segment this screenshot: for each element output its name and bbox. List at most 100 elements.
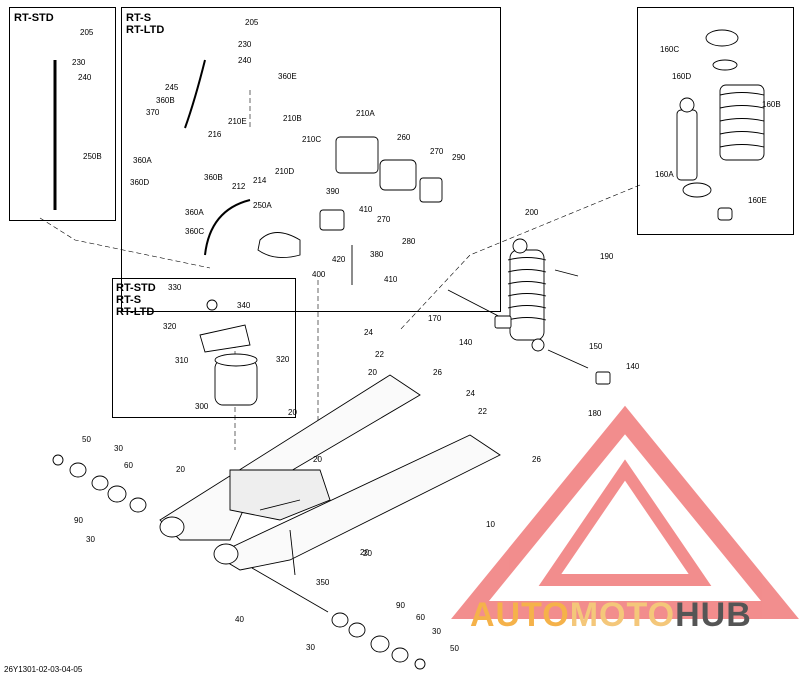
callout-label: 250A [253,201,272,210]
callout-label: 360B [204,173,223,182]
callout-label: 390 [326,187,340,196]
callout-label: 26 [433,368,442,377]
title-rt-ltd: RT-LTD [126,24,165,36]
callout-label: 310 [175,356,189,365]
actuator-assembly [53,59,443,285]
callout-label: 400 [312,270,326,279]
watermark-moto: MOTO [569,596,676,634]
watermark-text: AUTOMOTOHUB [470,596,752,635]
callout-label: 360D [130,178,150,187]
callout-label: 360A [133,156,152,165]
callout-label: 380 [370,250,384,259]
callout-label: 205 [245,18,259,27]
callout-label: 90 [396,601,405,610]
drawing-number: 26Y1301-02-03-04-05 [4,665,83,674]
callout-label: 60 [124,461,133,470]
callout-label: 20 [313,455,322,464]
callout-label: 20 [176,465,185,474]
callout-label: 20 [363,549,372,558]
title-rt-std: RT-STD [14,12,54,24]
callout-label: 160D [672,72,692,81]
callout-label: 270 [430,147,444,156]
reservoir [199,299,258,406]
callout-label: 160E [748,196,767,205]
callout-label: 212 [232,182,246,191]
callout-label: 24 [364,328,373,337]
callout-label: 60 [416,613,425,622]
callout-label: 140 [459,338,473,347]
callout-label: 240 [238,56,252,65]
callout-label: 30 [432,627,441,636]
callout-label: 30 [114,444,123,453]
callout-label: 360B [156,96,175,105]
callout-label: 240 [78,73,92,82]
callout-label: 210E [228,117,247,126]
callout-label: 50 [82,435,91,444]
callout-label: 340 [237,301,251,310]
callout-label: 140 [626,362,640,371]
spring-detail [676,29,765,221]
shock-absorber [507,238,547,352]
callout-label: 245 [165,83,179,92]
title-mid-2: RT-S [116,294,142,306]
callout-label: 210D [275,167,295,176]
callout-label: 20 [368,368,377,377]
callout-label: 24 [466,389,475,398]
callout-label: 230 [238,40,252,49]
callout-label: 216 [208,130,222,139]
bolts [52,269,611,670]
callout-label: 410 [359,205,373,214]
callout-label: 360C [185,227,205,236]
callout-label: 205 [80,28,94,37]
callout-label: 22 [375,350,384,359]
callout-label: 420 [332,255,346,264]
box-reservoir [112,278,296,418]
callout-label: 370 [146,108,160,117]
callout-label: 160B [762,100,781,109]
callout-label: 250B [83,152,102,161]
callout-label: 10 [486,520,495,529]
callout-label: 350 [316,578,330,587]
callout-label: 360A [185,208,204,217]
callout-label: 20 [288,408,297,417]
callout-label: 50 [450,644,459,653]
box-rt-s-ltd [121,7,501,312]
callout-label: 160C [660,45,680,54]
title-rt-s: RT-S [126,12,152,24]
callout-label: 290 [452,153,466,162]
callout-label: 190 [600,252,614,261]
watermark-auto: AUTO [470,596,570,634]
callout-label: 230 [72,58,86,67]
callout-label: 360E [278,72,297,81]
callout-label: 30 [306,643,315,652]
title-mid-1: RT-STD [116,282,156,294]
callout-label: 210A [356,109,375,118]
callout-label: 270 [377,215,391,224]
callout-label: 30 [86,535,95,544]
callout-label: 280 [402,237,416,246]
watermark-logo [451,405,799,619]
callout-label: 22 [478,407,487,416]
callout-label: 260 [397,133,411,142]
callout-label: 210C [302,135,322,144]
box-rt-std [9,7,116,221]
callout-label: 214 [253,176,267,185]
swing-arm [159,374,501,571]
callout-label: 300 [195,402,209,411]
callout-label: 90 [74,516,83,525]
callout-label: 40 [235,615,244,624]
title-mid-3: RT-LTD [116,306,155,318]
callout-label: 320 [276,355,290,364]
box-spring [637,7,794,235]
callout-label: 320 [163,322,177,331]
callout-label: 26 [532,455,541,464]
callout-label: 330 [168,283,182,292]
callout-label: 210B [283,114,302,123]
watermark-hub: HUB [675,596,752,634]
callout-label: 150 [589,342,603,351]
callout-label: 180 [588,409,602,418]
callout-label: 200 [525,208,539,217]
callout-label: 160A [655,170,674,179]
callout-label: 20 [360,548,369,557]
